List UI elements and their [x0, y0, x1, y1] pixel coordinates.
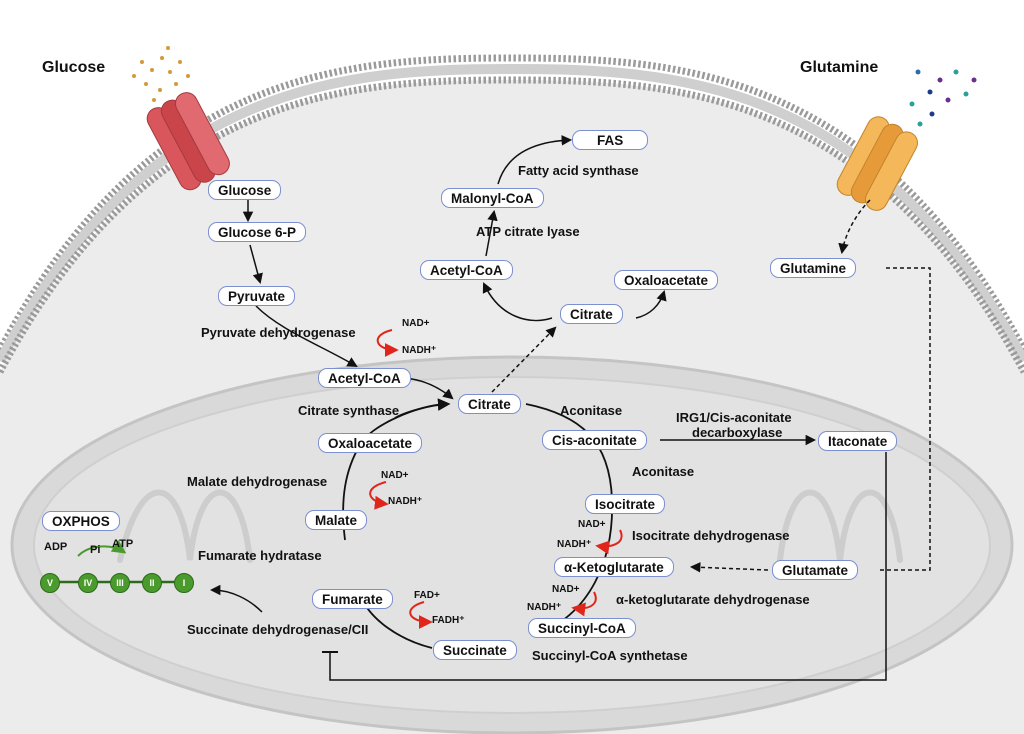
node-citrate-mito: Citrate — [458, 394, 521, 414]
node-malate: Malate — [305, 510, 368, 530]
glutamine-transporter — [836, 116, 919, 211]
cofactor-sdh-out: FADH⁺ — [432, 615, 465, 626]
node-isocitrate: Isocitrate — [585, 494, 666, 514]
itaconate-inhibition — [329, 452, 887, 681]
enzyme-aconitase-2: Aconitase — [632, 464, 695, 479]
node-succinyl-coa: Succinyl-CoA — [528, 618, 636, 638]
node-oxphos: OXPHOS — [42, 511, 120, 531]
node-succinate: Succinate — [433, 640, 517, 660]
enzyme-succinyl-coa-synthetase: Succinyl-CoA synthetase — [532, 648, 688, 663]
glucose-heading: Glucose — [42, 59, 106, 76]
cofactor-sdh-in: FAD+ — [414, 590, 440, 601]
node-itaconate: Itaconate — [818, 431, 898, 451]
node-acetyl-coa-mito: Acetyl-CoA — [318, 368, 411, 388]
node-glutamine: Glutamine — [770, 258, 857, 278]
node-acetyl-coa-cyto: Acetyl-CoA — [420, 260, 513, 280]
complex-v: V — [40, 573, 60, 593]
complex-iv: IV — [78, 573, 98, 593]
glucose-transporter — [146, 92, 230, 191]
cofactor-pdh-in: NAD+ — [402, 318, 430, 329]
cofactor-idh-out: NADH⁺ — [557, 539, 592, 550]
oxphos-pi: Pi — [90, 544, 101, 556]
enzyme-irg1-line1: IRG1/Cis-aconitate — [676, 410, 792, 425]
cofactor-pdh-out: NADH⁺ — [402, 345, 437, 356]
enzyme-atp-citrate-lyase: ATP citrate lyase — [476, 224, 580, 239]
enzyme-citrate-synthase: Citrate synthase — [298, 403, 400, 418]
enzyme-malate-dehydrogenase: Malate dehydrogenase — [187, 474, 328, 489]
glutamine-molecules — [909, 69, 977, 127]
cofactor-mdh-out: NADH⁺ — [388, 496, 423, 507]
glucose-molecules — [132, 46, 190, 102]
node-cis-aconitate: Cis-aconitate — [542, 430, 647, 450]
node-fas: FAS — [572, 130, 649, 150]
complex-i: I — [174, 573, 194, 593]
node-glutamate: Glutamate — [772, 560, 859, 580]
enzyme-aconitase-1: Aconitase — [560, 403, 623, 418]
oxphos-atp: ATP — [112, 538, 134, 550]
cofactor-mdh-in: NAD+ — [381, 470, 409, 481]
complex-iii: III — [110, 573, 130, 593]
enzyme-isocitrate-dehydrogenase: Isocitrate dehydrogenase — [632, 528, 790, 543]
enzyme-fumarate-hydratase: Fumarate hydratase — [198, 548, 322, 563]
enzyme-succinate-dehydrogenase: Succinate dehydrogenase/CII — [187, 622, 369, 637]
node-glucose: Glucose — [208, 180, 282, 200]
enzyme-fatty-acid-synthase: Fatty acid synthase — [518, 163, 639, 178]
node-malonyl-coa: Malonyl-CoA — [441, 188, 544, 208]
node-glucose-6p: Glucose 6-P — [208, 222, 307, 242]
complex-ii: II — [142, 573, 162, 593]
mitochondrion-inner — [33, 376, 991, 714]
node-citrate-cyto: Citrate — [560, 304, 623, 324]
node-pyruvate: Pyruvate — [218, 286, 296, 306]
cofactor-akg-out: NADH⁺ — [527, 602, 562, 613]
cofactor-idh-in: NAD+ — [578, 519, 606, 530]
oxphos-adp: ADP — [44, 541, 68, 553]
enzyme-akg-dehydrogenase: α-ketoglutarate dehydrogenase — [616, 592, 810, 607]
node-a-ketoglutarate: α-Ketoglutarate — [554, 557, 674, 577]
enzyme-irg1-line2: decarboxylase — [692, 425, 783, 440]
node-fumarate: Fumarate — [312, 589, 393, 609]
glutamine-heading: Glutamine — [800, 59, 879, 76]
cofactor-akg-in: NAD+ — [552, 584, 580, 595]
node-oxaloacetate-cyto: Oxaloacetate — [614, 270, 719, 290]
node-oxaloacetate-mito: Oxaloacetate — [318, 433, 423, 453]
enzyme-pyruvate-dehydrogenase: Pyruvate dehydrogenase — [201, 325, 356, 340]
